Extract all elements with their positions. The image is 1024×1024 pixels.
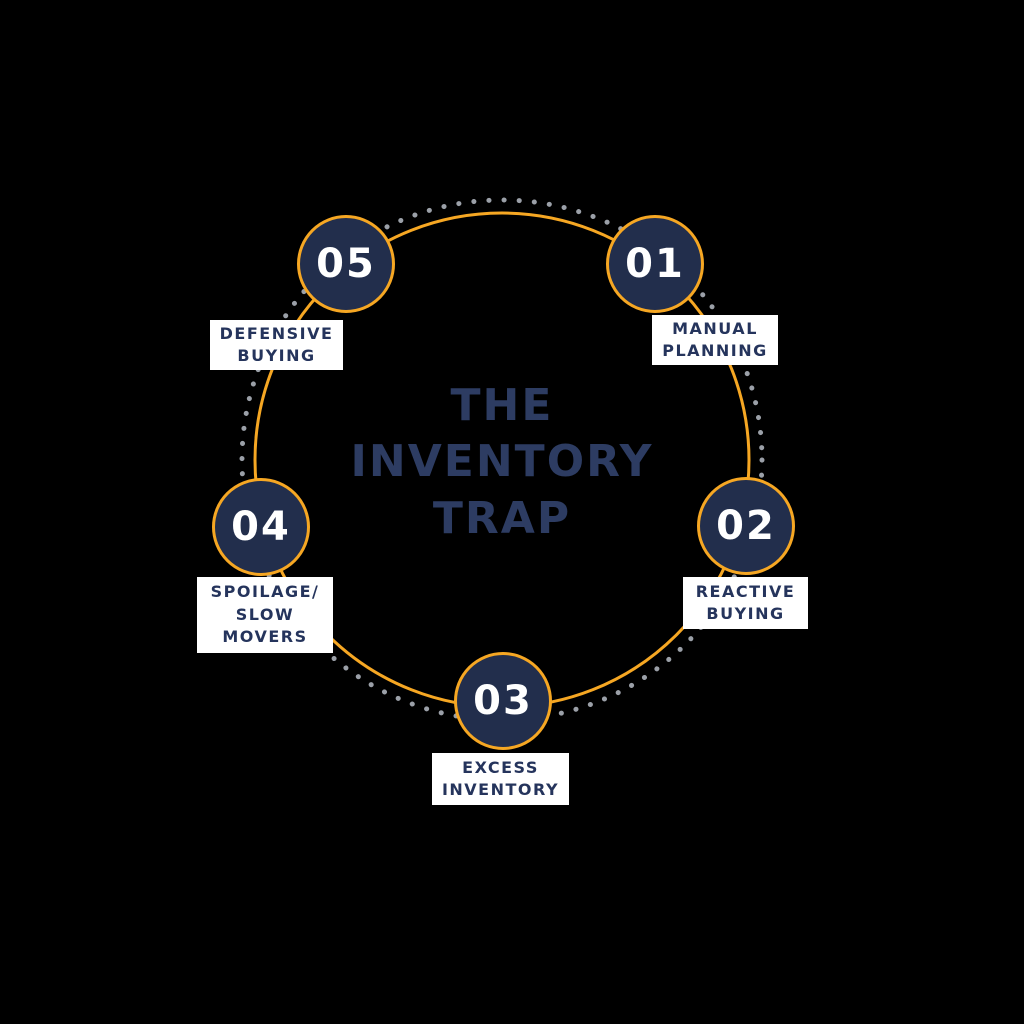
- step-label-manual-planning: MANUAL PLANNING: [662, 318, 768, 360]
- step-number-04: 04: [231, 504, 291, 550]
- step-node-03: 03: [454, 652, 552, 750]
- step-node-04: 04: [212, 478, 310, 576]
- step-label-box-defensive-buying: DEFENSIVE BUYING: [210, 320, 343, 370]
- step-node-05: 05: [297, 215, 395, 313]
- step-label-excess-inventory: EXCESS INVENTORY: [441, 757, 560, 799]
- step-node-01: 01: [606, 215, 704, 313]
- step-label-reactive-buying: REACTIVE BUYING: [695, 581, 796, 623]
- diagram-title: THE INVENTORY TRAP: [350, 380, 654, 544]
- step-label-box-spoilage-slow-movers: SPOILAGE/ SLOW MOVERS: [197, 577, 333, 653]
- step-label-box-reactive-buying: REACTIVE BUYING: [683, 577, 808, 629]
- step-number-05: 05: [316, 241, 376, 287]
- step-label-spoilage-slow-movers: SPOILAGE/ SLOW MOVERS: [210, 582, 320, 647]
- step-number-01: 01: [625, 241, 685, 287]
- step-label-box-manual-planning: MANUAL PLANNING: [652, 315, 778, 365]
- step-number-03: 03: [473, 678, 533, 724]
- step-node-02: 02: [697, 477, 795, 575]
- step-number-02: 02: [716, 503, 776, 549]
- step-label-defensive-buying: DEFENSIVE BUYING: [219, 323, 334, 365]
- step-label-box-excess-inventory: EXCESS INVENTORY: [432, 753, 569, 805]
